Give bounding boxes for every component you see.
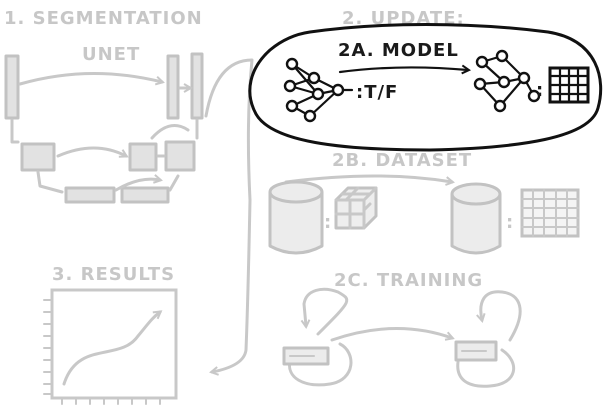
dataset-update-arrow xyxy=(284,174,452,182)
highlight-outline xyxy=(248,23,603,152)
grid-output-icon xyxy=(548,66,590,104)
model-colon: : xyxy=(536,80,544,101)
training-label: 2C. TRAINING xyxy=(334,270,483,291)
dataset-colon: : xyxy=(324,212,332,233)
dataset-label: 2B. DATASET xyxy=(332,150,472,171)
loop-arrow-icon xyxy=(454,290,522,388)
model-label: 2A. MODEL xyxy=(338,40,459,61)
loop-arrow-icon xyxy=(282,287,353,387)
tf-label: :T/F xyxy=(356,82,398,103)
training-update-arrow xyxy=(330,327,452,342)
grid-output-icon xyxy=(520,188,580,238)
flow-connector xyxy=(204,58,254,372)
model-update-arrow xyxy=(338,67,468,72)
model-section: 2A. MODEL :T/F xyxy=(248,23,603,152)
line-graph-icon xyxy=(43,288,178,405)
results-label: 3. RESULTS xyxy=(52,264,175,285)
neural-network-icon xyxy=(473,49,541,113)
unet-architecture-icon xyxy=(4,52,204,204)
results-section: 3. RESULTS xyxy=(43,264,178,405)
neural-network-icon xyxy=(283,57,354,123)
cube-icon xyxy=(334,186,378,230)
database-icon xyxy=(268,180,324,255)
dataset-section: 2B. DATASET : : xyxy=(268,150,580,255)
segmentation-section: 1. SEGMENTATION UNET xyxy=(4,8,204,204)
database-icon xyxy=(450,182,502,255)
training-section: 2C. TRAINING xyxy=(282,270,522,388)
segmentation-label: 1. SEGMENTATION xyxy=(4,8,203,29)
unet-label: UNET xyxy=(82,44,140,65)
dataset-colon: : xyxy=(506,212,514,233)
